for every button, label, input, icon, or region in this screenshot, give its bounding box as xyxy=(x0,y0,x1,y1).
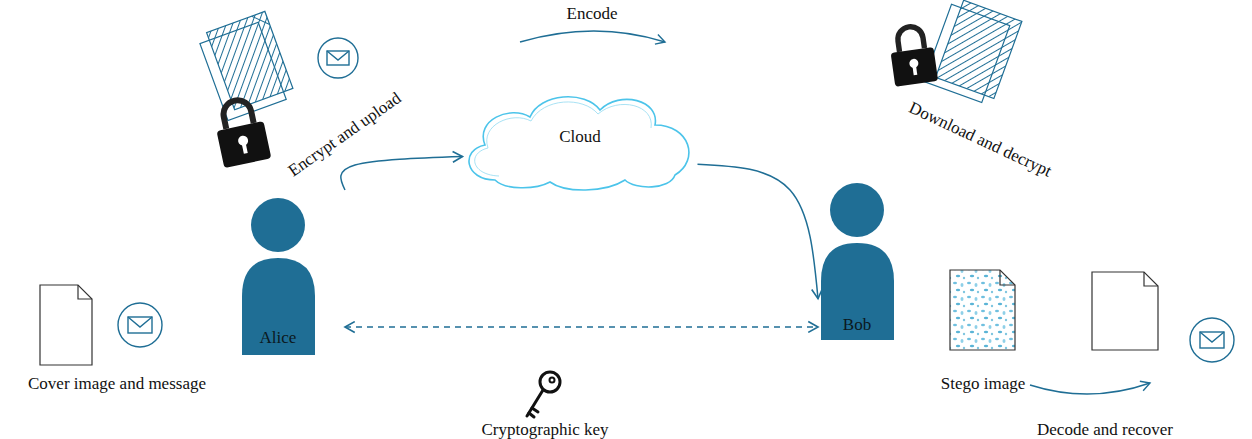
message-envelope xyxy=(118,303,162,347)
cloud-outline xyxy=(469,97,689,190)
step-label: Stego image xyxy=(941,375,1026,394)
person-node: Alice xyxy=(238,190,345,360)
step-label: Encode xyxy=(567,5,618,24)
step-label: Cover image and message xyxy=(28,375,206,394)
step-label: Decode and recover xyxy=(1037,421,1173,439)
person-node: Bob xyxy=(818,178,906,348)
person-head xyxy=(830,183,884,237)
message-envelope xyxy=(318,38,358,78)
cloud-node: Cloud xyxy=(455,85,705,195)
flow-arrow xyxy=(341,157,463,191)
step-label: Cryptographic key xyxy=(482,421,609,439)
person-head xyxy=(251,198,305,252)
cloud-label: Cloud xyxy=(559,127,601,147)
recovered-document xyxy=(1092,272,1158,350)
step-label: Encrypt and upload xyxy=(285,89,405,181)
decode-arrow xyxy=(1030,383,1150,394)
message-envelope xyxy=(1190,318,1234,362)
person-name: Bob xyxy=(817,315,897,335)
cover-document xyxy=(40,285,92,365)
padlock xyxy=(211,96,271,169)
encrypted-documents xyxy=(923,0,1021,106)
stego-document xyxy=(950,270,1015,350)
encode-arrow xyxy=(520,31,665,42)
step-label: Download and decrypt xyxy=(906,99,1054,181)
person-name: Alice xyxy=(238,328,318,348)
flow-arrow xyxy=(698,164,819,299)
key-exchange-line xyxy=(345,326,818,328)
padlock xyxy=(887,24,938,87)
key-icon xyxy=(527,372,560,417)
cloud-sketch-line xyxy=(475,102,652,176)
